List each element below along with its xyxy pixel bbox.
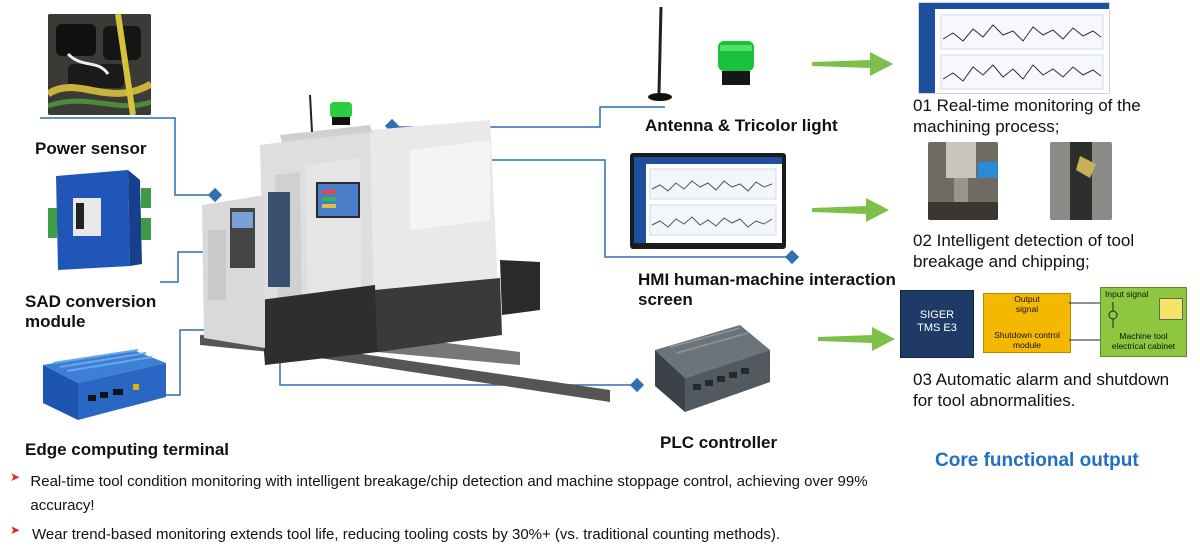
cabinet-label: Machine tool electrical cabinet bbox=[1111, 331, 1176, 351]
bullet-item: ➤ Wear trend-based monitoring extends to… bbox=[10, 523, 870, 547]
sad-module-photo bbox=[48, 168, 153, 272]
core-functional-title: Core functional output bbox=[935, 450, 1139, 471]
output-01-text: 01 Real-time monitoring of the machining… bbox=[913, 96, 1141, 136]
bullet-list: ➤ Real-time tool condition monitoring wi… bbox=[10, 470, 870, 547]
relay-icon bbox=[1159, 298, 1183, 320]
output-02-text: 02 Intelligent detection of tool breakag… bbox=[913, 231, 1135, 271]
hmi-screen-label: HMI human-machine interaction screen bbox=[638, 270, 896, 309]
green-arrows bbox=[812, 52, 895, 351]
edge-terminal-photo bbox=[38, 345, 168, 425]
antenna-light-label: Antenna & Tricolor light bbox=[645, 116, 838, 135]
input-signal-label: Input signal bbox=[1105, 289, 1149, 299]
hmi-screen-photo bbox=[630, 153, 786, 249]
output-03-text: 03 Automatic alarm and shutdown for tool… bbox=[913, 370, 1170, 410]
tool-photo-2 bbox=[1050, 142, 1112, 220]
bullet-text-1: Real-time tool condition monitoring with… bbox=[30, 473, 868, 514]
bullet-text-2: Wear trend-based monitoring extends tool… bbox=[32, 526, 781, 543]
machine-tool-image bbox=[190, 90, 610, 420]
bullet-arrow-icon: ➤ bbox=[10, 523, 21, 537]
output-signal-label: Output signal bbox=[1014, 294, 1040, 314]
sad-module-label: SAD conversion module bbox=[25, 292, 157, 331]
siger-line2: TMS E3 bbox=[917, 322, 957, 334]
edge-terminal-label: Edge computing terminal bbox=[25, 440, 230, 459]
tool-photo-1 bbox=[928, 142, 998, 220]
power-sensor-photo bbox=[48, 14, 151, 115]
connector-power-sensor bbox=[40, 117, 215, 196]
antenna-light-photo bbox=[640, 5, 760, 105]
power-sensor-label: Power sensor bbox=[35, 139, 147, 158]
plc-controller-photo bbox=[645, 320, 775, 415]
plc-controller-label: PLC controller bbox=[660, 433, 778, 452]
monitoring-screenshot bbox=[918, 2, 1110, 94]
connector-antenna bbox=[393, 106, 665, 128]
siger-line1: SIGER bbox=[919, 309, 955, 321]
shutdown-module-label: Shutdown control module bbox=[994, 330, 1060, 350]
bullet-arrow-icon: ➤ bbox=[10, 470, 21, 484]
siger-box: SIGER TMS E3 bbox=[900, 290, 974, 358]
bullet-item: ➤ Real-time tool condition monitoring wi… bbox=[10, 470, 870, 518]
shutdown-control-box: Output signal Shutdown control module bbox=[983, 293, 1071, 353]
connector-edge-terminal bbox=[160, 329, 220, 396]
cabinet-box: Input signal Machine tool electrical cab… bbox=[1100, 287, 1187, 357]
